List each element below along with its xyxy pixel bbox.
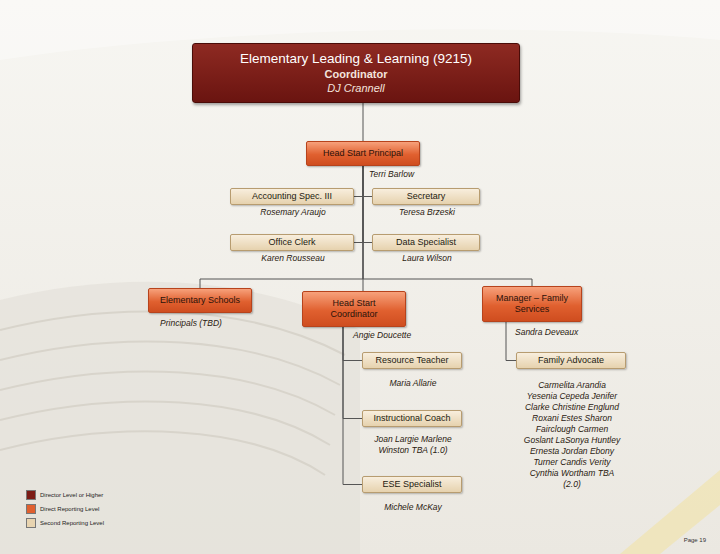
box-title: ESE Specialist — [368, 479, 456, 490]
label-area: Page 19 — [684, 537, 706, 543]
org-box: Manager – Family ServicesSandra Deveaux — [482, 286, 582, 322]
box-title: Head Start Principal — [312, 148, 414, 159]
box-title: Manager – Family Services — [488, 293, 576, 315]
person-name: Maria Allarie — [363, 378, 463, 389]
box-title: DJ Crannell — [201, 81, 511, 95]
legend-swatch — [26, 504, 36, 514]
org-connector — [363, 103, 364, 141]
org-connector — [343, 327, 362, 419]
box-title: Coordinator — [201, 67, 511, 81]
person-name: Terri Barlow — [369, 169, 449, 180]
org-box: Instructional CoachJoan Largie Marlene W… — [362, 410, 462, 427]
legend-swatch — [26, 490, 36, 500]
org-connector — [354, 166, 363, 243]
org-connector — [363, 166, 532, 286]
legend-row: Second Reporting Level — [26, 516, 104, 530]
person-name: Karen Rousseau — [231, 253, 355, 264]
org-connector — [200, 166, 363, 288]
person-name: Angie Doucette — [353, 330, 433, 341]
box-title: Secretary — [378, 191, 474, 202]
org-box: ESE SpecialistMichele McKay — [362, 476, 462, 493]
person-name: Principals (TBD) — [159, 318, 223, 329]
legend-text: Direct Reporting Level — [40, 506, 99, 512]
person-name: Sandra Deveaux — [515, 327, 595, 338]
box-title: Data Specialist — [378, 237, 474, 248]
person-name: Carmelita Arandia Yesenia Cepeda Jenifer… — [522, 380, 622, 490]
person-name: Rosemary Araujo — [231, 207, 355, 218]
box-title: Instructional Coach — [368, 413, 456, 424]
org-box: SecretaryTeresa Brzeski — [372, 188, 480, 205]
legend-row: Direct Reporting Level — [26, 502, 104, 516]
org-box: Accounting Spec. IIIRosemary Araujo — [230, 188, 354, 205]
org-connector — [506, 322, 516, 361]
box-title: Head Start Coordinator — [308, 298, 400, 320]
box-title: Elementary Schools — [154, 295, 246, 306]
person-name: Joan Largie Marlene Winston TBA (1.0) — [373, 434, 453, 456]
box-title: Elementary Leading & Learning (9215) — [201, 50, 511, 67]
org-box: Elementary SchoolsPrincipals (TBD) — [148, 288, 252, 313]
org-box: Data SpecialistLaura Wilson — [372, 234, 480, 251]
org-connector — [354, 166, 363, 197]
person-name: Michele McKay — [363, 502, 463, 513]
box-title: Office Clerk — [236, 237, 348, 248]
org-box: Family AdvocateCarmelita Arandia Yesenia… — [516, 352, 626, 369]
legend-text: Director Level or Higher — [40, 492, 103, 498]
legend-row: Director Level or Higher — [26, 488, 104, 502]
legend: Director Level or HigherDirect Reporting… — [26, 488, 104, 530]
page-number: Page 19 — [684, 537, 706, 543]
org-connector — [343, 327, 362, 485]
legend-text: Second Reporting Level — [40, 520, 104, 526]
legend-swatch — [26, 518, 36, 528]
box-title: Family Advocate — [522, 355, 620, 366]
org-box: Head Start CoordinatorAngie Doucette — [302, 291, 406, 327]
person-name: Teresa Brzeski — [373, 207, 481, 218]
box-title: Accounting Spec. III — [236, 191, 348, 202]
person-name: Laura Wilson — [373, 253, 481, 264]
org-box: Elementary Leading & Learning (9215)Coor… — [192, 43, 520, 103]
box-title: Resource Teacher — [368, 355, 456, 366]
org-box: Head Start PrincipalTerri Barlow — [306, 141, 420, 166]
org-box: Resource TeacherMaria Allarie — [362, 352, 462, 369]
org-box: Office ClerkKaren Rousseau — [230, 234, 354, 251]
